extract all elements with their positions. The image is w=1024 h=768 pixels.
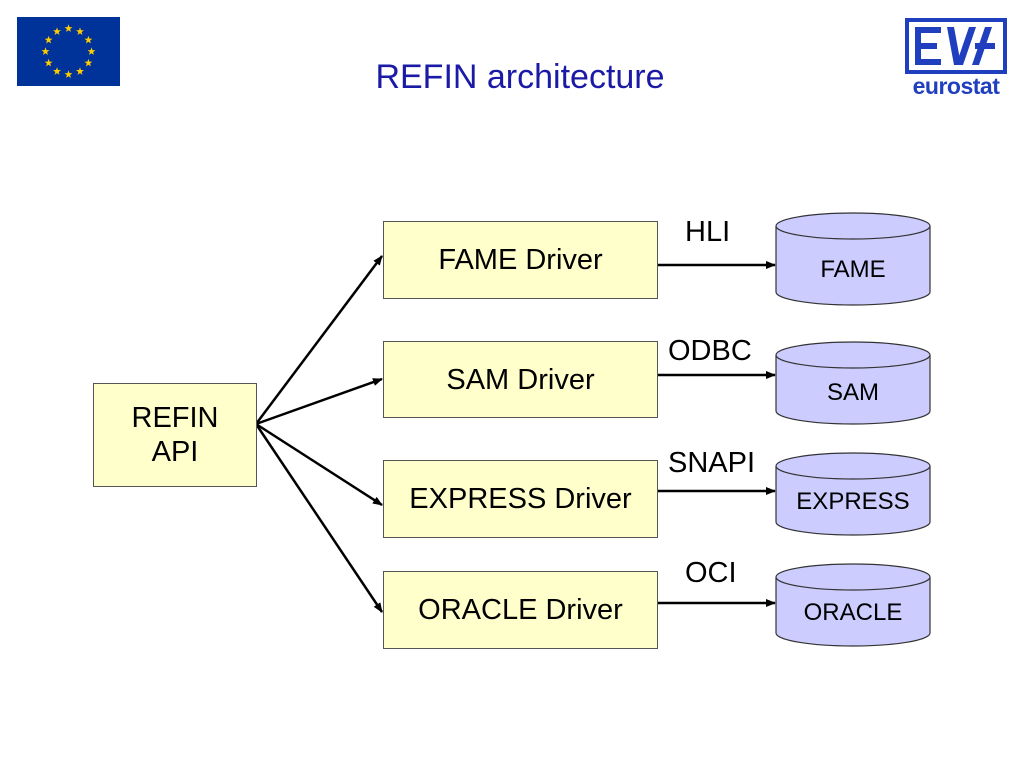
eu-star-icon — [64, 70, 73, 78]
eu-star-icon — [87, 47, 96, 55]
eu-star-icon — [76, 67, 84, 75]
eurostat-logo: eurostat — [902, 15, 1010, 99]
database-sam: SAM — [775, 341, 931, 437]
eu-star-icon — [84, 58, 93, 67]
database-sam-label: SAM — [826, 379, 879, 406]
database-cylinder-icon — [775, 212, 931, 306]
database-fame-label: FAME — [820, 256, 886, 283]
eu-star-icon — [53, 67, 61, 75]
protocol-label-odbc: ODBC — [668, 335, 752, 367]
database-cylinder-icon — [775, 452, 931, 536]
protocol-label-hli: HLI — [685, 216, 731, 248]
eurostat-logo-text: eurostat — [912, 73, 1000, 99]
slide-title: REFIN architecture — [375, 58, 665, 96]
database-express-label: EXPRESS — [796, 488, 910, 515]
express-driver-box: EXPRESS Driver — [383, 460, 658, 538]
database-fame: FAME — [775, 212, 931, 308]
arrow-api-to-fame-driver — [255, 255, 383, 425]
protocol-label-oci: OCI — [685, 557, 737, 589]
eurostat-logo-mark-icon — [905, 18, 1007, 74]
fame-driver-label: FAME Driver — [438, 244, 603, 276]
database-oracle-label: ORACLE — [803, 599, 903, 626]
eu-star-icon — [44, 58, 53, 67]
eu-star-icon — [53, 27, 61, 35]
database-cylinder-icon — [775, 341, 931, 425]
database-cylinder-icon — [775, 563, 931, 647]
eu-star-icon — [41, 47, 50, 55]
eu-star-icon — [76, 27, 84, 35]
arrow-api-to-sam-driver — [255, 377, 383, 426]
eu-star-icon — [84, 35, 93, 44]
arrow-api-to-oracle-driver — [254, 423, 384, 613]
sam-driver-box: SAM Driver — [383, 341, 658, 418]
refin-api-box: REFIN API — [93, 383, 257, 487]
oracle-driver-box: ORACLE Driver — [383, 571, 658, 649]
eu-star-icon — [44, 35, 53, 44]
eu-flag-icon — [17, 17, 120, 86]
express-driver-label: EXPRESS Driver — [409, 483, 632, 515]
database-express: EXPRESS — [775, 452, 931, 548]
oracle-driver-label: ORACLE Driver — [418, 594, 623, 626]
sam-driver-label: SAM Driver — [446, 363, 595, 396]
refin-api-line2: API — [151, 436, 199, 468]
database-oracle: ORACLE — [775, 563, 931, 659]
eu-star-icon — [64, 24, 73, 32]
fame-driver-box: FAME Driver — [383, 221, 658, 299]
arrow-api-to-express-driver — [255, 422, 383, 507]
refin-api-line1: REFIN — [131, 402, 219, 434]
protocol-label-snapi: SNAPI — [668, 447, 756, 479]
